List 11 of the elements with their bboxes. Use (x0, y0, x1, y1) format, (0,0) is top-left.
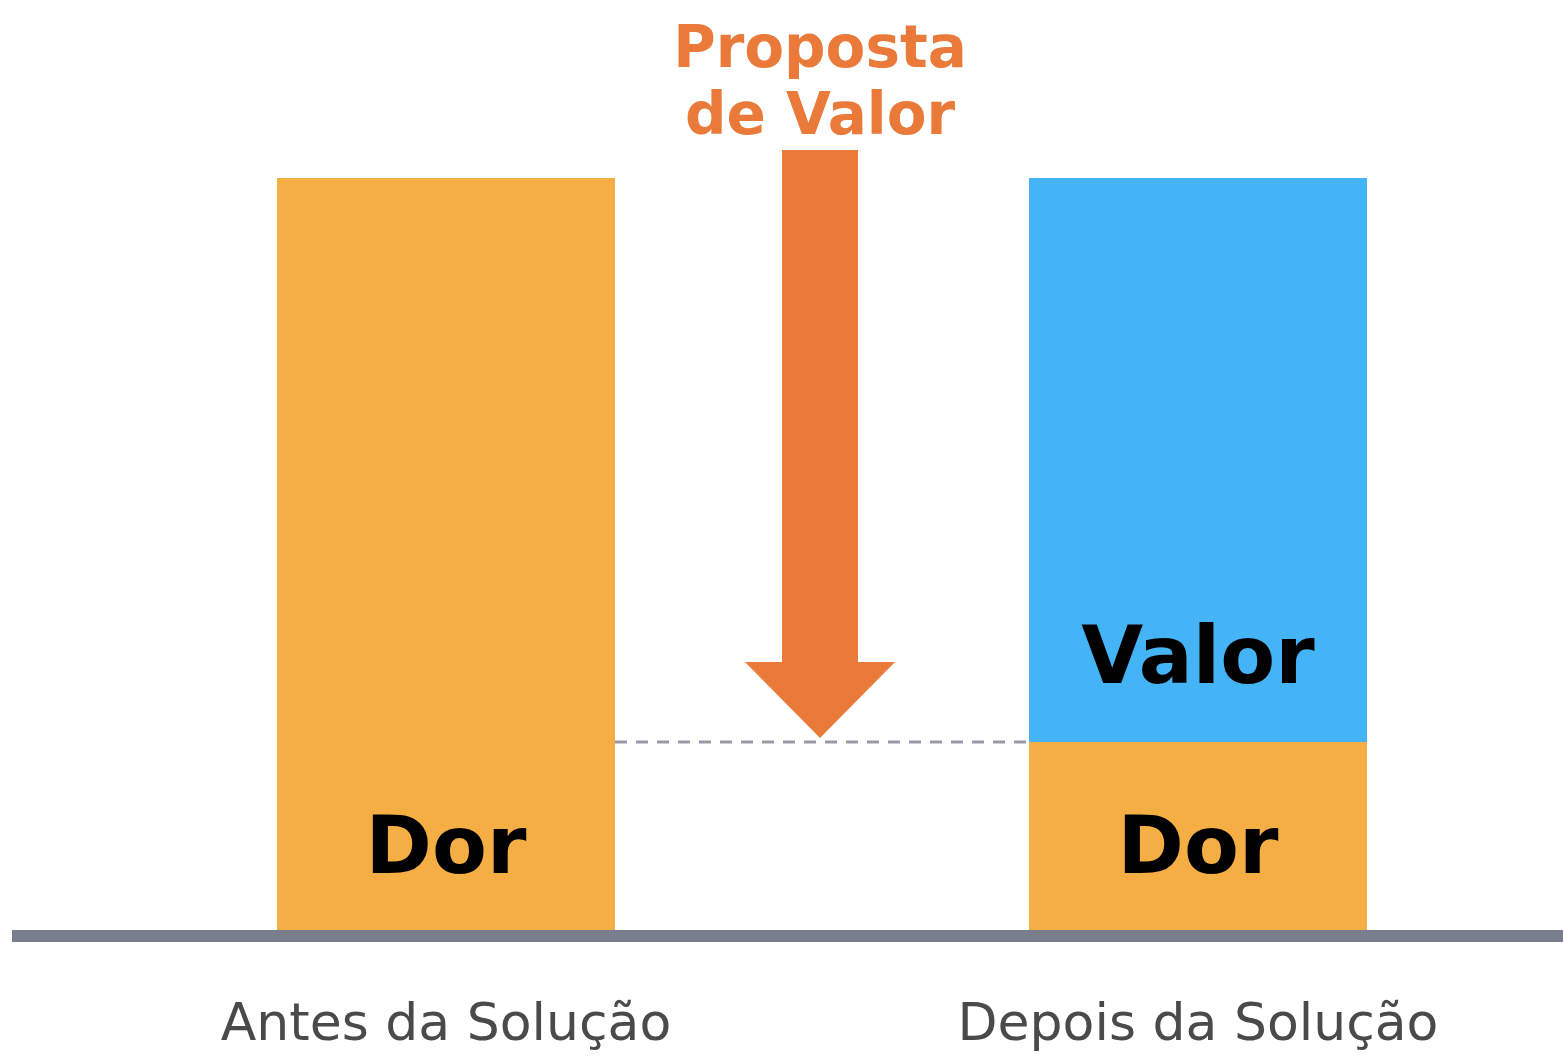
bar-label: Valor (1080, 610, 1316, 702)
dashed-line (615, 740, 1029, 744)
bar-segment (277, 178, 615, 930)
block-arrow (745, 150, 895, 738)
bar-segment (1029, 742, 1367, 930)
bar-segment (1029, 178, 1367, 742)
axis-label: Antes da Solução (219, 992, 673, 1052)
axis-label: Depois da Solução (956, 992, 1440, 1052)
bar-label: Dor (1116, 800, 1280, 892)
title-text: Proposta de Valor (672, 14, 968, 148)
bar-label: Dor (364, 800, 528, 892)
